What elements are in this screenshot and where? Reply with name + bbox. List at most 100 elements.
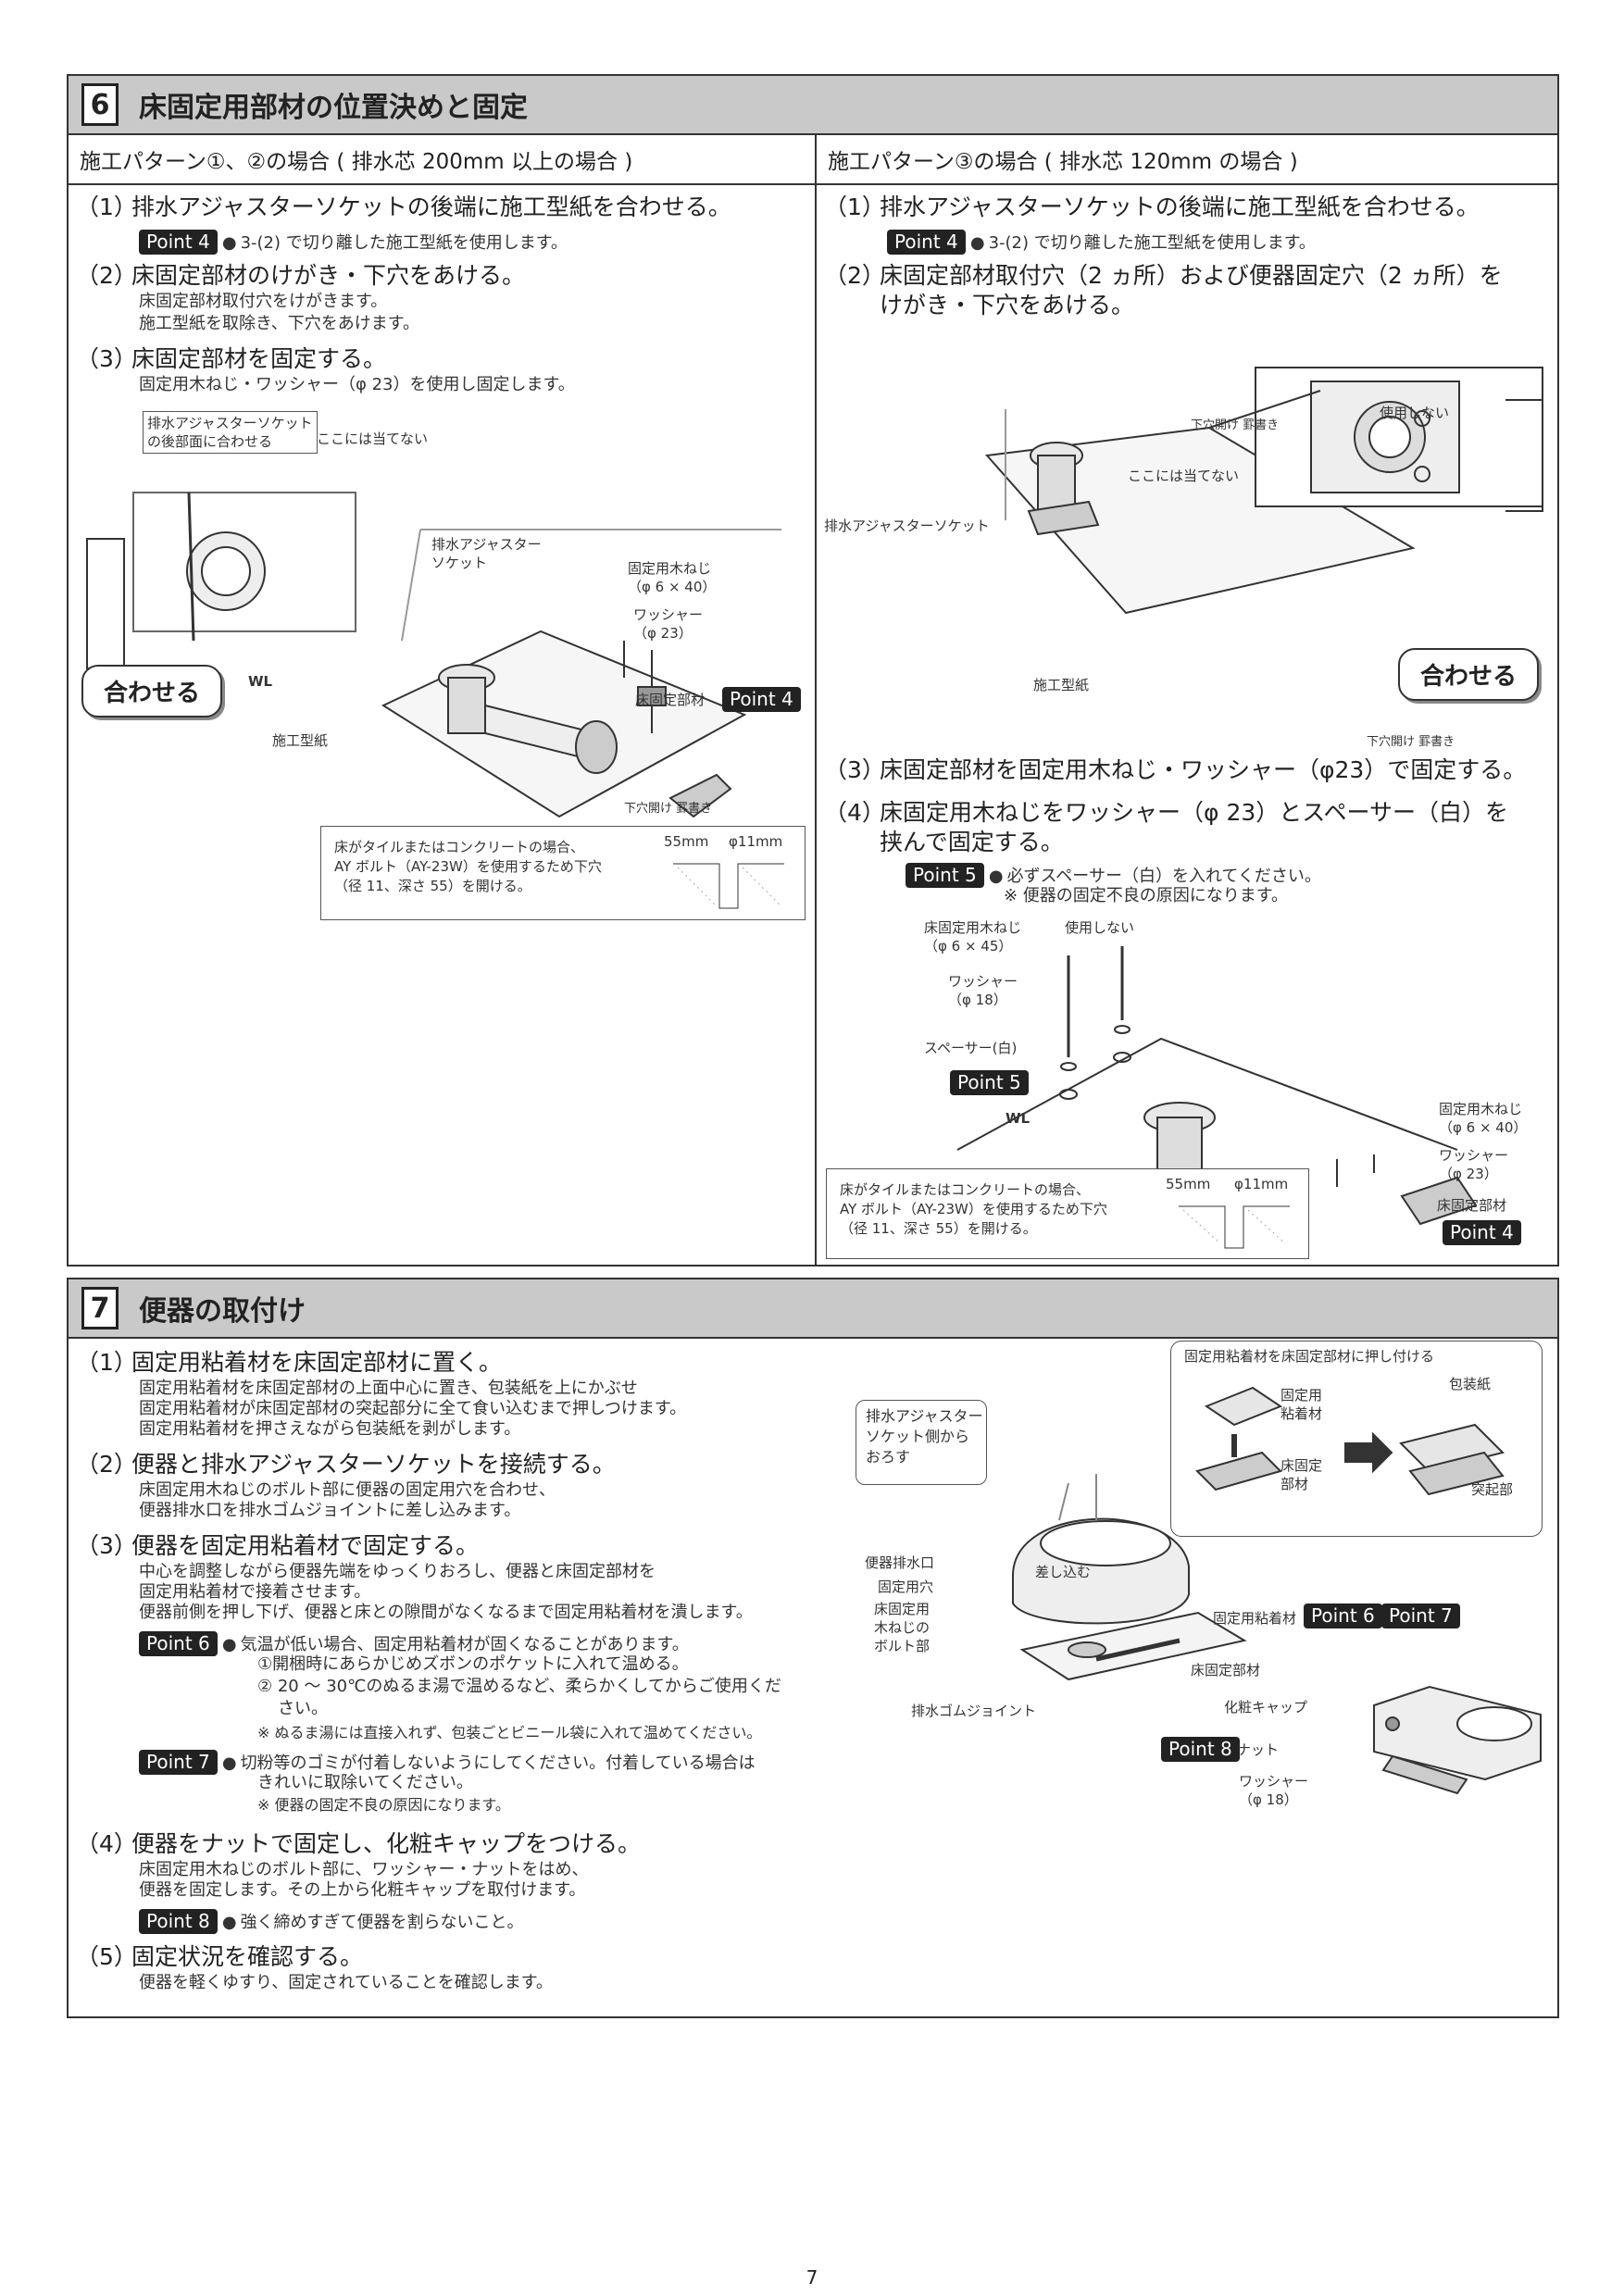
left-step-3: （3）床固定部材を固定する。 [76, 345, 387, 372]
fig-label-washer-23: ワッシャー （φ 23） [1439, 1147, 1509, 1182]
point7-block: Point 7 切粉等のゴミが付着しないようにしてください。付着している場合は [139, 1750, 756, 1775]
s7-step-1-sub2: 固定用粘着材が床固定部材の突起部分に全て食い込むまで押しつけます。 [139, 1399, 687, 1418]
section-6: 6 床固定用部材の位置決めと固定 施工パターン①、②の場合 ( 排水芯 200m… [67, 74, 1559, 1267]
fig-label-floor-part-2: 床固定部材 [1191, 1662, 1261, 1678]
point-badge: Point 4 [139, 230, 218, 255]
tile-note-depth: 55mm [664, 833, 709, 850]
s7-step-2-sub1: 床固定用木ねじのボルト部に便器の固定用穴を合わせ、 [139, 1480, 556, 1500]
toilet-install-illustration [1012, 1474, 1247, 1681]
inset-title: 固定用粘着材を床固定部材に押し付ける [1184, 1348, 1435, 1365]
fig-point4-badge-right: Point 4 [1443, 1220, 1521, 1245]
inset-label-wrap: 包装紙 [1449, 1376, 1492, 1392]
s7-step-4: （4）便器をナットで固定し、化粧キャップをつける。 [76, 1830, 642, 1857]
section-number: 7 [81, 1287, 119, 1329]
s7-step-2: （2）便器と排水アジャスターソケットを接続する。 [76, 1451, 616, 1478]
section-title: 床固定用部材の位置決めと固定 [139, 92, 528, 124]
right-step-1-point: Point 4 3-(2) で切り離した施工型紙を使用します。 [887, 230, 1316, 255]
section-6-header: 6 床固定用部材の位置決めと固定 [69, 76, 1557, 135]
fig-label-screw-40: 固定用木ねじ （φ 6 × 40） [1439, 1101, 1528, 1136]
tile-note-depth: 55mm [1166, 1176, 1211, 1192]
section-7-header: 7 便器の取付け [69, 1279, 1557, 1339]
fig-label-floor-part: 床固定部材 [635, 692, 706, 708]
fig-label-template: 施工型紙 [272, 732, 329, 749]
fig-label-socket-right: 排水アジャスターソケット [824, 518, 990, 534]
right-tile-note: 床がタイルまたはコンクリートの場合、 AY ボルト（AY-23W）を使用するため… [826, 1168, 1309, 1259]
point6-l5: ※ ぬるま湯には直接入れず、包装ごとビニール袋に入れて温めてください。 [257, 1724, 762, 1741]
awaseru-label: 合わせる [81, 665, 223, 718]
fig-point7-badge: Point 7 [1381, 1603, 1460, 1628]
left-column-header: 施工パターン①、②の場合 ( 排水芯 200mm 以上の場合 ) [69, 135, 815, 185]
drill-hole-diagram [673, 863, 784, 909]
right-step-2: （2）床固定部材取付穴（2 ヵ所）および便器固定穴（2 ヵ所）を [824, 262, 1503, 289]
point8-block: Point 8 強く締めすぎて便器を割らないこと。 [139, 1909, 524, 1934]
fig-label-drill-2: 下穴開け 罫書き [1367, 735, 1455, 749]
fig-label-no-touch: ここには当てない [317, 430, 429, 447]
fig-label-screw: 固定用木ねじ （φ 6 × 40） [628, 560, 717, 595]
fig-label-nut: ナット [1237, 1741, 1280, 1758]
right-step-4-line2: 挟んで固定する。 [880, 829, 1064, 855]
tile-note-diameter: φ11mm [729, 833, 783, 850]
inset-label-floor-part: 床固定 部材 [1280, 1457, 1323, 1492]
left-step-2: （2）床固定部材のけがき・下穴をあける。 [76, 262, 526, 289]
right-step-4-note2: ※ 便器の固定不良の原因になります。 [1004, 886, 1289, 905]
s7-step-1: （1）固定用粘着材を床固定部材に置く。 [76, 1349, 503, 1376]
column-divider [815, 135, 817, 1265]
fig-label-bolt: 床固定用 木ねじの ボルト部 [874, 1601, 931, 1654]
fig-label-washer-18-s7: ワッシャー （φ 18） [1239, 1773, 1309, 1808]
fig-point5-badge: Point 5 [950, 1070, 1029, 1095]
fig-label-no-touch-right: ここには当てない [1128, 468, 1240, 484]
s7-step-3-sub3: 便器前側を押し下げ、便器と床との隙間がなくなるまで固定用粘着材を潰します。 [139, 1603, 753, 1622]
tile-note-text: 床がタイルまたはコンクリートの場合、 AY ボルト（AY-23W）を使用するため… [334, 839, 602, 894]
section-title: 便器の取付け [139, 1295, 306, 1328]
fig-label-template-right: 施工型紙 [1033, 677, 1090, 693]
fig-label-cap: 化粧キャップ [1224, 1699, 1308, 1716]
right-step-1: （1）排水アジャスターソケットの後端に施工型紙を合わせる。 [824, 193, 1480, 220]
adhesive-inset-illustration [1195, 1386, 1505, 1496]
s7-step-3-sub2: 固定用粘着材で接着させます。 [139, 1582, 371, 1602]
lower-from-socket-callout: 排水アジャスター ソケット側から おろす [856, 1400, 987, 1485]
fig-label-insert: 差し込む [1035, 1564, 1092, 1580]
point7-l2: きれいに取除いてください。 [257, 1773, 473, 1792]
s7-step-5: （5）固定状況を確認する。 [76, 1943, 364, 1970]
left-step-3-sub1: 固定用木ねじ・ワッシャー（φ 23）を使用し固定します。 [139, 375, 575, 394]
fig-label-floor-screw: 床固定用木ねじ （φ 6 × 45） [924, 919, 1022, 955]
awaseru-label-right: 合わせる [1398, 648, 1540, 701]
point6-l4: さい。 [278, 1699, 328, 1718]
drill-hole-diagram [1179, 1205, 1290, 1249]
left-step-1: （1）排水アジャスターソケットの後端に施工型紙を合わせる。 [76, 193, 731, 220]
point-badge: Point 4 [887, 230, 966, 255]
inset-label-adhesive: 固定用 粘着材 [1280, 1387, 1323, 1422]
point6-block: Point 6 気温が低い場合、固定用粘着材が固くなることがあります。 [139, 1631, 689, 1656]
adhesive-inset: 固定用粘着材を床固定部材に押し付ける 固定用 粘着材 包装紙 床固定 部材 突起… [1170, 1341, 1543, 1537]
fig-label-washer: ワッシャー （φ 23） [633, 606, 704, 642]
s7-step-3-sub1: 中心を調整しながら便器先端をゆっくりおろし、便器と床固定部材を [139, 1562, 656, 1581]
fig-label-rubber-joint: 排水ゴムジョイント [911, 1703, 1037, 1719]
fig-label-hole: 固定用穴 [878, 1578, 934, 1595]
s7-step-2-sub2: 便器排水口を排水ゴムジョイントに差し込みます。 [139, 1501, 521, 1520]
fig-label-washer-18: ワッシャー （φ 18） [948, 973, 1018, 1008]
fig-label-unused-2: 使用しない [1065, 919, 1135, 936]
tile-note-diameter: φ11mm [1234, 1176, 1289, 1192]
fig-label-spacer: スペーサー(白) [924, 1040, 1018, 1056]
right-step-2-line2: けがき・下穴をあける。 [880, 292, 1135, 318]
fig-label-drill-1: 下穴開け 罫書き [1191, 418, 1280, 432]
s7-step-4-sub1: 床固定用木ねじのボルト部に、ワッシャー・ナットをはめ、 [139, 1860, 589, 1879]
right-step-4-point: Point 5 必ずスペーサー（白）を入れてください。 [906, 863, 1321, 888]
inset-label-bump: 突起部 [1471, 1481, 1514, 1498]
fig-label-floor-part-right: 床固定部材 [1437, 1197, 1507, 1214]
right-step-3: （3）床固定部材を固定用木ねじ・ワッシャー（φ23）で固定する。 [824, 756, 1527, 783]
s7-step-4-sub2: 便器を固定します。その上から化粧キャップを取付けます。 [139, 1880, 586, 1900]
left-step-1-point: Point 4 3-(2) で切り離した施工型紙を使用します。 [139, 230, 568, 255]
s7-step-1-sub3: 固定用粘着材を押さえながら包装紙を剥がします。 [139, 1419, 521, 1439]
point6-l3: ② 20 ～ 30℃のぬるま湯で温めるなど、柔らかくしてからご使用くだ [257, 1677, 781, 1696]
section-7: 7 便器の取付け （1）固定用粘着材を床固定部材に置く。 固定用粘着材を床固定部… [67, 1278, 1559, 2018]
s7-step-3: （3）便器を固定用粘着材で固定する。 [76, 1532, 480, 1559]
fig-point8-badge: Point 8 [1161, 1737, 1240, 1762]
left-tile-note: 床がタイルまたはコンクリートの場合、 AY ボルト（AY-23W）を使用するため… [320, 826, 806, 920]
section-number: 6 [81, 83, 119, 126]
s7-step-5-sub1: 便器を軽くゆすり、固定されていることを確認します。 [139, 1973, 553, 1992]
fig-label-socket: 排水アジャスター ソケット [431, 536, 542, 571]
fig-label-unused: 使用しない [1380, 405, 1450, 421]
fig-label-align-box: 排水アジャスターソケット の後部面に合わせる [143, 411, 318, 454]
fig-label-drain: 便器排水口 [865, 1554, 935, 1571]
